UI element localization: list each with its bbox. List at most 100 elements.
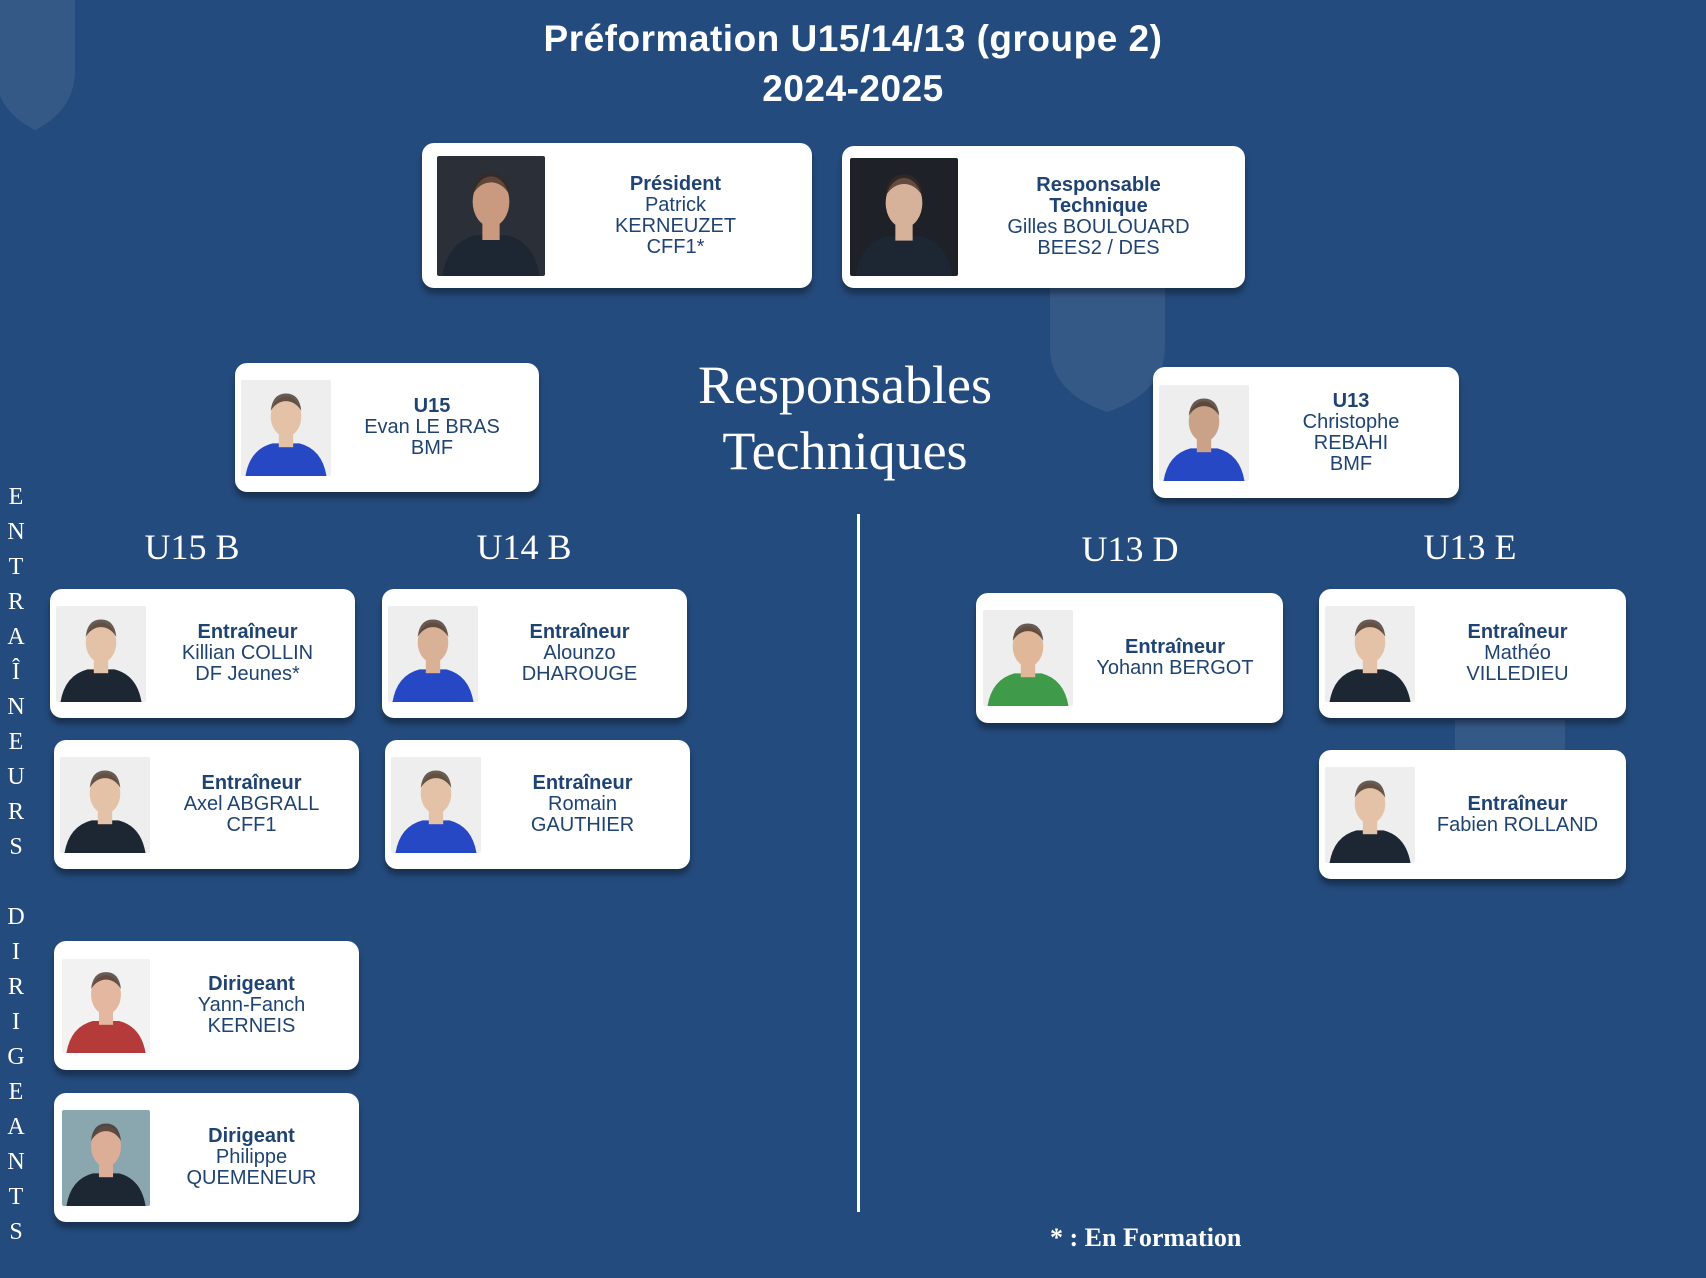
staff-detail: Romain — [548, 793, 617, 815]
side-letter: R — [7, 589, 24, 615]
side-letter: D — [7, 904, 25, 930]
page-title: Préformation U15/14/13 (groupe 2) — [543, 18, 1163, 59]
staff-detail: BMF — [1329, 452, 1373, 475]
staff-photo — [56, 605, 146, 702]
staff-photo — [437, 155, 545, 276]
club-crest-watermark-center — [1050, 262, 1165, 412]
side-letter: E — [8, 484, 24, 510]
staff-detail: Axel ABGRALL — [183, 793, 320, 815]
center-heading-line2: Techniques — [722, 421, 968, 481]
side-letter: N — [7, 1149, 25, 1175]
side-letter: S — [9, 834, 23, 860]
staff-role: Dirigeant — [208, 1125, 295, 1147]
vertical-divider — [857, 514, 860, 1212]
side-letter: I — [12, 1009, 20, 1035]
staff-detail: Yann-Fanch — [197, 994, 306, 1016]
staff-detail: Patrick — [644, 193, 707, 216]
staff-role: Responsable Technique — [1036, 174, 1161, 217]
staff-photo — [391, 756, 481, 853]
side-letter: N — [7, 519, 25, 545]
center-heading: Responsables Techniques — [650, 352, 1040, 484]
staff-role: Entraîneur — [1467, 621, 1568, 643]
staff-role: Entraîneur — [532, 772, 633, 794]
side-letter: I — [12, 939, 20, 965]
side-letter: U — [7, 764, 25, 790]
staff-photo — [241, 379, 331, 476]
side-letter: T — [8, 1184, 24, 1210]
staff-photo — [62, 1109, 150, 1206]
side-letter: Î — [12, 659, 20, 685]
side-letter: N — [7, 694, 25, 720]
staff-detail: Fabien ROLLAND — [1436, 813, 1599, 836]
staff-detail: DHAROUGE — [521, 663, 638, 685]
staff-detail: BEES2 / DES — [1037, 237, 1160, 259]
staff-photo — [62, 958, 150, 1053]
staff-detail: GAUTHIER — [530, 814, 635, 836]
staff-detail: DF Jeunes* — [195, 663, 300, 685]
staff-photo — [850, 158, 958, 276]
side-letter: A — [7, 624, 25, 650]
staff-role: Entraîneur — [1467, 792, 1568, 815]
side-letter: A — [7, 1114, 25, 1140]
staff-detail: Alounzo — [543, 642, 616, 664]
group-title-u13e: U13 E — [1423, 527, 1517, 567]
page-season: 2024-2025 — [762, 68, 944, 109]
side-letter: E — [8, 729, 24, 755]
staff-detail: BMF — [410, 437, 454, 459]
staff-detail: KERNEIS — [207, 1015, 296, 1037]
staff-detail: CFF1 — [226, 814, 277, 836]
staff-role: Entraîneur — [197, 621, 298, 643]
staff-photo — [983, 610, 1073, 706]
staff-detail: REBAHI — [1313, 431, 1389, 454]
staff-photo — [60, 756, 150, 853]
staff-detail: Philippe — [215, 1146, 288, 1168]
staff-detail: CFF1* — [646, 235, 705, 258]
staff-role: U13 — [1332, 389, 1370, 412]
club-crest-watermark-top-left — [0, 0, 75, 130]
side-letter: R — [7, 974, 24, 1000]
side-letter: E — [8, 1079, 24, 1105]
staff-photo — [1325, 605, 1415, 702]
staff-photo — [1325, 766, 1415, 863]
group-title-u15b: U15 B — [144, 527, 240, 567]
staff-role: Entraîneur — [201, 772, 302, 794]
staff-detail: Killian COLLIN — [181, 642, 314, 664]
staff-role: Entraîneur — [1124, 636, 1226, 658]
side-letter: R — [7, 799, 24, 825]
staff-detail: Evan LE BRAS — [364, 416, 500, 438]
staff-detail: VILLEDIEU — [1466, 663, 1569, 685]
staff-detail: Yohann BERGOT — [1096, 657, 1254, 679]
staff-detail: QUEMENEUR — [186, 1167, 317, 1189]
side-letter: T — [8, 554, 24, 580]
group-title-u14b: U14 B — [476, 527, 572, 567]
staff-photo — [1159, 384, 1249, 481]
staff-role: Entraîneur — [529, 621, 630, 643]
footnote: * : En Formation — [1050, 1223, 1242, 1252]
side-letter: S — [9, 1219, 23, 1245]
staff-detail: Mathéo — [1484, 642, 1551, 664]
staff-detail: KERNEUZET — [614, 214, 737, 237]
